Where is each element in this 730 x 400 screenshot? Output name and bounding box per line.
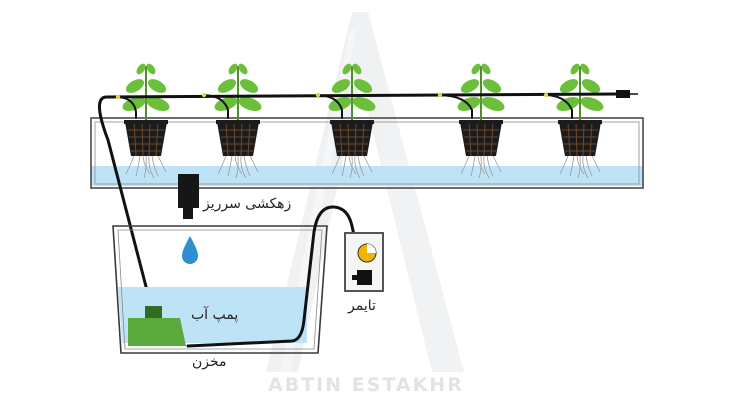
watermark-text: ABTIN ESTAKHR [268,374,464,396]
water-droplet-icon [182,236,198,264]
timer [344,232,384,292]
line-end-cap [616,90,638,98]
plant-4 [454,61,508,179]
drip-emitters [115,92,549,100]
reservoir-label: مخزن [192,354,227,370]
watermark-logo [266,12,464,372]
timer-label: تایمر [348,298,376,314]
plant-5 [553,61,607,179]
drip-supply-line [98,92,620,304]
timer-cable [186,205,358,348]
overflow-drain [178,174,199,219]
plant-2 [211,61,265,179]
overflow-drain-label: زهکشی سرریز [203,196,292,212]
plant-1 [119,61,173,179]
water-pump-label: پمپ آب [191,307,239,323]
water-pump [128,306,186,346]
power-plug-icon [357,270,372,285]
